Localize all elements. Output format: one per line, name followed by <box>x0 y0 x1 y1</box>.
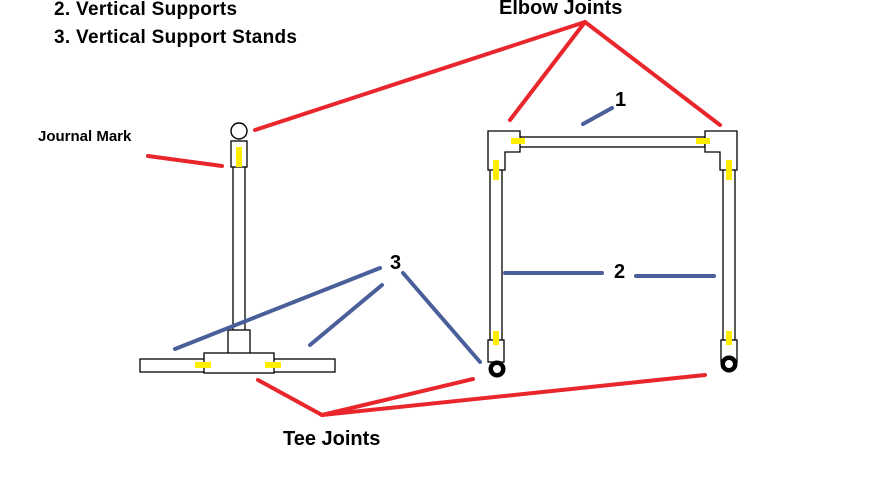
joint-marker <box>236 147 242 167</box>
joint-marker <box>195 362 211 368</box>
right-frame-assembly <box>487 130 738 378</box>
support-stand-foot-hole <box>493 365 501 373</box>
journal-mark-ball <box>230 122 248 140</box>
number-label-3: 3 <box>390 252 402 274</box>
leader-line-elbow <box>253 20 587 132</box>
elbow-joint-right <box>704 130 738 171</box>
joint-marker <box>511 138 525 144</box>
joint-marker <box>696 138 710 144</box>
blue-leader-lines <box>173 106 716 364</box>
label-elbow-joints: Elbow Joints <box>499 0 623 19</box>
leader-line-1 <box>581 106 614 126</box>
joint-marker <box>726 331 732 345</box>
legend-item-vertical-supports: 2. Vertical Supports <box>54 0 238 20</box>
horizontal-top-pipe <box>514 136 706 148</box>
leader-line-tee <box>320 373 707 417</box>
leader-line-3 <box>308 283 384 347</box>
leader-line-elbow <box>583 20 722 127</box>
red-leader-lines <box>146 20 722 417</box>
label-tee-joints: Tee Joints <box>283 428 381 450</box>
number-label-1: 1 <box>615 89 627 111</box>
joint-marker <box>493 331 499 345</box>
legend-item-vertical-support-stands: 3. Vertical Support Stands <box>54 27 298 48</box>
tee-joint-stem <box>227 329 251 357</box>
leader-line-tee <box>256 378 324 417</box>
vertical-support-pipe-left <box>232 164 246 336</box>
joint-marker <box>726 160 732 180</box>
tee-joint-body <box>203 352 275 374</box>
support-stand-foot-hole <box>725 360 733 368</box>
label-journal-mark: Journal Mark <box>38 128 132 145</box>
elbow-joint-left <box>487 130 521 171</box>
leader-line-elbow <box>508 20 587 122</box>
leader-line-tee <box>320 377 475 417</box>
leader-line-3 <box>401 271 482 364</box>
left-support-assembly <box>139 122 336 374</box>
joint-marker <box>265 362 281 368</box>
leader-line-journal-mark <box>146 154 224 168</box>
number-label-2: 2 <box>614 261 626 283</box>
joint-marker <box>493 160 499 180</box>
leader-line-3 <box>173 266 382 351</box>
